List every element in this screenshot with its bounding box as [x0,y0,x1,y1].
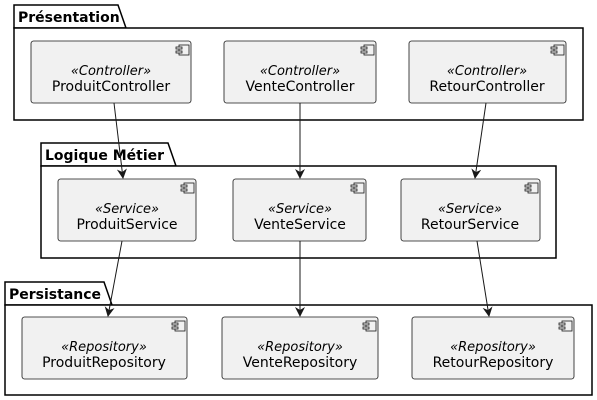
component-stereotype: «Controller» [71,64,151,79]
component-name: VenteService [254,217,346,233]
component-icon [550,44,565,56]
package-logique-metier: Logique Métier «Service» ProduitService … [40,142,557,259]
component-stereotype: «Repository» [257,340,343,355]
component-produit-controller[interactable]: «Controller» ProduitController [30,40,192,104]
component-stereotype: «Repository» [61,340,147,355]
component-name: VenteController [246,79,355,95]
package-presentation: Présentation «Controller» ProduitControl… [13,4,584,121]
arrow-produit-controller-to-service [113,102,127,179]
component-icon [350,182,365,194]
arrow-retour-service-to-repository [476,240,493,317]
component-name: ProduitRepository [42,355,166,371]
arrow-retour-controller-to-service [471,102,487,179]
component-produit-service[interactable]: «Service» ProduitService [57,178,197,242]
component-icon [558,320,573,332]
component-name: RetourService [421,217,519,233]
component-stereotype: «Controller» [447,64,527,79]
component-stereotype: «Service» [438,202,502,217]
package-title: Persistance [9,287,101,303]
component-name: RetourController [429,79,545,95]
component-produit-repository[interactable]: «Repository» ProduitRepository [21,316,188,380]
component-icon [180,182,195,194]
arrow-produit-service-to-repository [104,240,123,317]
dependency-arrows [104,102,493,317]
component-name: ProduitService [76,217,177,233]
component-icon [362,320,377,332]
component-retour-service[interactable]: «Service» RetourService [400,178,541,242]
component-stereotype: «Service» [95,202,159,217]
component-vente-repository[interactable]: «Repository» VenteRepository [221,316,379,380]
component-icon [360,44,375,56]
component-stereotype: «Service» [268,202,332,217]
package-title: Logique Métier [45,148,164,164]
package-persistance: Persistance «Repository» ProduitReposito… [4,281,593,396]
component-icon [171,320,186,332]
component-name: RetourRepository [433,355,554,371]
component-vente-controller[interactable]: «Controller» VenteController [223,40,377,104]
component-retour-controller[interactable]: «Controller» RetourController [408,40,567,104]
component-icon [524,182,539,194]
component-stereotype: «Repository» [450,340,536,355]
component-name: ProduitController [52,79,170,95]
component-icon [175,44,190,56]
package-title: Présentation [18,10,120,26]
component-vente-service[interactable]: «Service» VenteService [232,178,367,242]
component-retour-repository[interactable]: «Repository» RetourRepository [411,316,575,380]
component-stereotype: «Controller» [260,64,340,79]
component-name: VenteRepository [243,355,358,371]
